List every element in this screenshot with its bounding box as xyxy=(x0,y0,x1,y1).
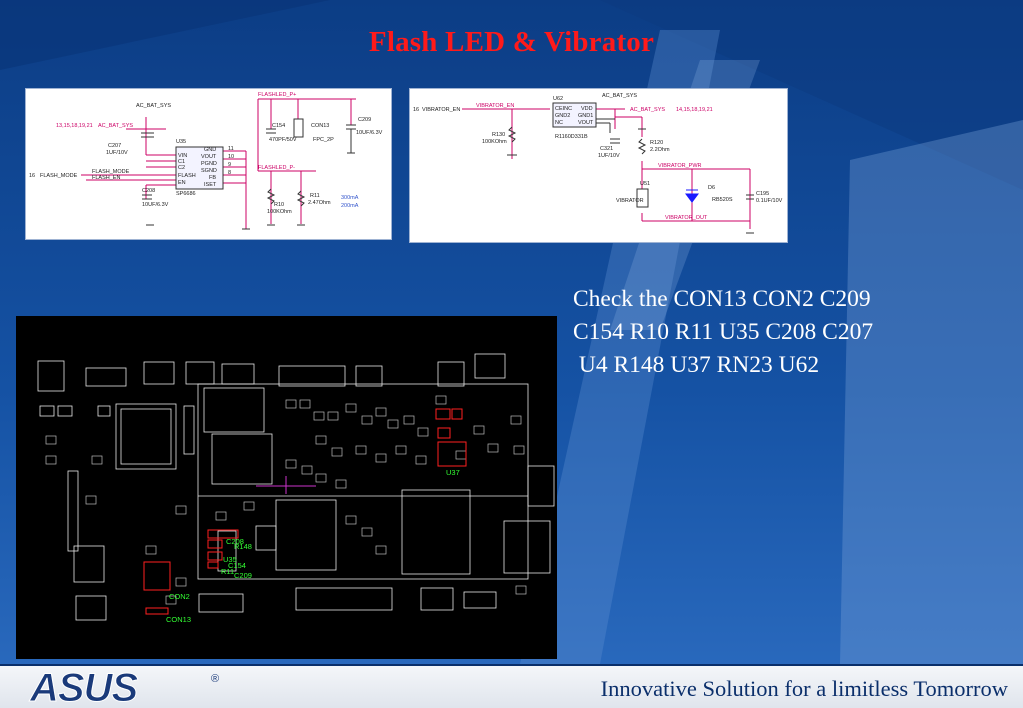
label-u35: U35 xyxy=(176,139,186,145)
pcb-label-r148: R148 xyxy=(234,542,252,551)
tagline: Innovative Solution for a limitless Tomo… xyxy=(600,676,1008,701)
label-c209: C209 xyxy=(358,117,371,123)
label-part-sp6686: SP6686 xyxy=(176,191,196,197)
vibrator-schematic: 16 VIBRATOR_EN VIBRATOR_EN U62 CEINC GND… xyxy=(409,88,788,243)
pin-fb: FB xyxy=(209,175,216,181)
label-vibrator: VIBRATOR xyxy=(616,198,644,204)
label-ref-pages: 14,15,18,19,21 xyxy=(676,107,713,113)
pin-gnd1: GND1 xyxy=(578,113,593,119)
label-r130-val: 100KOhm xyxy=(482,139,507,145)
label-r130: R130 xyxy=(492,132,505,138)
pcb-label-con13: CON13 xyxy=(166,615,191,624)
pcb-label-c208: C208 xyxy=(226,537,244,546)
net-flash-en: FLASH_EN xyxy=(92,175,120,181)
pin-flash: FLASH xyxy=(178,173,196,179)
net-vibrator-pwr: VIBRATOR_PWR xyxy=(658,163,702,169)
label-u62-part: R1160D331B xyxy=(555,134,588,140)
component-checklist: Check the CON13 CON2 C209 C154 R10 R11 U… xyxy=(573,283,873,382)
slide-title: Flash LED & Vibrator xyxy=(368,26,655,58)
label-r11: R11 xyxy=(310,193,320,199)
logo-wordmark: ASUS xyxy=(29,670,138,704)
label-c209-val: 10UF/6.3V xyxy=(356,130,383,136)
label-c321-val: 1UF/10V xyxy=(598,153,620,159)
pcb-label-con2: CON2 xyxy=(169,592,190,601)
pin-gnd2: GND2 xyxy=(555,113,570,119)
pin-11: 11 xyxy=(228,146,234,152)
net-flashled-p: FLASHLED_P+ xyxy=(258,92,296,98)
pcb-label-u37: U37 xyxy=(446,468,460,477)
label-c321: C321 xyxy=(600,146,613,152)
label-r10-val: 100KOhm xyxy=(267,209,292,215)
label-ac-bat-sys-net: AC_BAT_SYS xyxy=(98,123,133,129)
label-ac-bat-sys-top: AC_BAT_SYS xyxy=(136,103,171,109)
pin-vout: VOUT xyxy=(578,120,594,126)
label-flash-mode-page: 16 xyxy=(29,173,35,179)
net-vibrator-out: VIBRATOR_OUT xyxy=(665,215,708,221)
pin-sgnd: SGND xyxy=(201,168,217,174)
pcb-label-u35: U35 xyxy=(223,555,237,564)
label-c207-val: 1UF/10V xyxy=(106,150,128,156)
pin-iset: ISET xyxy=(204,182,217,188)
net-flash-mode: FLASH_MODE xyxy=(92,169,130,175)
label-300ma: 300mA xyxy=(341,195,359,201)
pin-ceinc: CEINC xyxy=(555,106,572,112)
label-flash-mode: FLASH_MODE xyxy=(40,173,78,179)
footer-band xyxy=(0,664,1023,708)
label-c154-val: 470PF/50V xyxy=(269,137,297,143)
label-u51: U51 xyxy=(640,181,650,187)
pin-nc: NC xyxy=(555,120,563,126)
label-c154: C154 xyxy=(272,123,285,129)
pin-vin: VIN xyxy=(178,153,187,159)
pin-9: 9 xyxy=(228,162,231,168)
checklist-line: U4 R148 U37 RN23 U62 xyxy=(573,352,820,378)
pin-vdd: VDD xyxy=(581,106,593,112)
pin-c1: C1 xyxy=(178,159,185,165)
pin-gnd: GND xyxy=(204,147,216,153)
pin-vout: VOUT xyxy=(201,154,217,160)
label-d6-part: RB520S xyxy=(712,197,733,203)
asus-logo: ASUS ® xyxy=(29,670,220,704)
label-page-16: 16 xyxy=(413,107,419,113)
label-c195-val: 0.1UF/10V xyxy=(756,198,783,204)
net-ac-bat-sys: AC_BAT_SYS xyxy=(630,107,665,113)
checklist-line: C154 R10 R11 U35 C208 C207 xyxy=(573,319,874,345)
label-c208: C208 xyxy=(142,188,155,194)
pcb-label-c209: C209 xyxy=(234,571,252,580)
net-vibrator-en: VIBRATOR_EN xyxy=(476,103,514,109)
label-r120: R120 xyxy=(650,140,663,146)
label-con13-type: FPC_2P xyxy=(313,137,334,143)
label-c207: C207 xyxy=(108,143,121,149)
label-r11-val: 2.47Ohm xyxy=(308,200,331,206)
checklist-line: Check the CON13 CON2 C209 xyxy=(573,286,871,312)
label-u62: U62 xyxy=(553,96,563,102)
pin-10: 10 xyxy=(228,154,234,160)
pcb-layout-drawing: U37 C208 R148 U35 C154 C209 R11 CON2 CON… xyxy=(37,353,555,624)
pin-8: 8 xyxy=(228,170,231,176)
pcb-highlight-u37 xyxy=(437,441,467,467)
label-200ma: 200mA xyxy=(341,203,359,209)
label-d6: D6 xyxy=(708,185,715,191)
vibrator-schematic-drawing: 16 VIBRATOR_EN VIBRATOR_EN U62 CEINC GND… xyxy=(413,93,783,234)
label-r10: R10 xyxy=(274,202,284,208)
pcb-highlight-u4 xyxy=(143,561,171,591)
flash-led-schematic-drawing: AC_BAT_SYS 13,15,18,19,21 AC_BAT_SYS C20… xyxy=(29,92,383,230)
pin-en: EN xyxy=(178,180,186,186)
label-r120-val: 2.2Ohm xyxy=(650,147,670,153)
pin-pgnd: PGND xyxy=(201,161,217,167)
label-c208-val: 10UF/6.3V xyxy=(142,202,169,208)
label-ac-bat-sys: AC_BAT_SYS xyxy=(602,93,637,99)
flash-led-schematic: AC_BAT_SYS 13,15,18,19,21 AC_BAT_SYS C20… xyxy=(25,88,392,240)
net-flashled-n: FLASHLED_P- xyxy=(258,165,295,171)
logo-registered-mark: ® xyxy=(211,673,219,685)
label-con13: CON13 xyxy=(311,123,329,129)
label-vibrator-en: VIBRATOR_EN xyxy=(422,107,460,113)
label-c195: C195 xyxy=(756,191,769,197)
pin-c2: C2 xyxy=(178,165,185,171)
pcb-label-r11: R11 xyxy=(221,567,234,576)
pcb-layout-view: U37 C208 R148 U35 C154 C209 R11 CON2 CON… xyxy=(16,316,557,659)
pcb-label-c154: C154 xyxy=(228,561,246,570)
label-ref-pages: 13,15,18,19,21 xyxy=(56,123,93,129)
